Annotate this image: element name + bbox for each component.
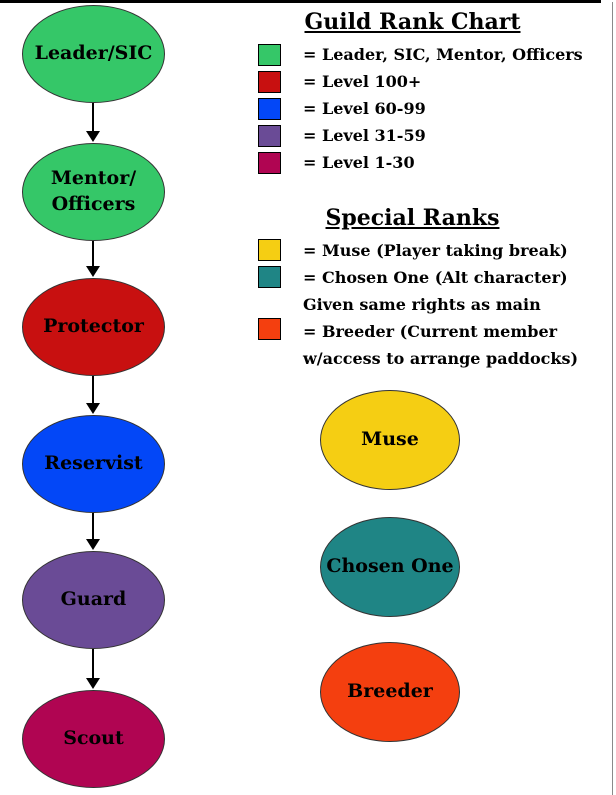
- flowchart-node-guard: Guard: [22, 551, 165, 649]
- special-label-given-rights: Given same rights as main: [303, 295, 541, 314]
- arrow-shaft: [92, 376, 94, 403]
- special-label-chosen-one: = Chosen One (Alt character): [303, 268, 568, 287]
- legend-swatch-blue: [258, 98, 281, 120]
- special-swatch-orange: [258, 318, 281, 340]
- node-label: Reservist: [44, 452, 143, 475]
- legend-label-level-1-30: = Level 1-30: [303, 153, 415, 172]
- legend-swatch-red: [258, 71, 281, 93]
- special-node-chosen-one: Chosen One: [320, 517, 460, 617]
- special-label-paddocks: w/access to arrange paddocks): [303, 349, 579, 368]
- flowchart-node-scout: Scout: [22, 690, 165, 788]
- legend-label-level-100: = Level 100+: [303, 72, 422, 91]
- flowchart-node-reservist: Reservist: [22, 415, 165, 513]
- arrow-shaft: [92, 649, 94, 678]
- special-node-breeder: Breeder: [320, 642, 460, 742]
- arrow-shaft: [92, 513, 94, 539]
- node-label: Guard: [60, 588, 127, 611]
- node-label: Officers: [51, 193, 136, 215]
- down-arrow-2: [86, 241, 100, 277]
- legend-title: Guild Rank Chart: [304, 9, 521, 35]
- down-arrow-4: [86, 513, 100, 550]
- node-label: Chosen One: [326, 555, 454, 578]
- special-ranks-title: Special Ranks: [325, 205, 500, 231]
- down-arrow-1: [86, 103, 100, 142]
- arrowhead-icon: [86, 266, 100, 277]
- node-label: Leader/SIC: [34, 42, 153, 65]
- node-label: Muse: [361, 428, 419, 451]
- node-label: Mentor/: [50, 167, 137, 190]
- right-border-line: [612, 2, 613, 795]
- legend-label-leaders: = Leader, SIC, Mentor, Officers: [303, 45, 583, 64]
- legend-label-level-60-99: = Level 60-99: [303, 99, 426, 118]
- special-label-breeder: = Breeder (Current member: [303, 322, 558, 341]
- arrowhead-icon: [86, 131, 100, 142]
- flowchart-node-protector: Protector: [22, 278, 165, 376]
- arrow-shaft: [92, 241, 94, 266]
- node-label: Protector: [43, 315, 144, 338]
- special-swatch-teal: [258, 266, 281, 288]
- legend-swatch-crimson: [258, 152, 281, 174]
- flowchart-node-leader-sic: Leader/SIC: [22, 5, 165, 103]
- top-border-line: [0, 0, 601, 3]
- arrowhead-icon: [86, 403, 100, 414]
- legend-swatch-green: [258, 44, 281, 66]
- node-label: Breeder: [347, 680, 433, 703]
- down-arrow-3: [86, 376, 100, 414]
- legend-swatch-purple: [258, 125, 281, 147]
- special-node-muse: Muse: [320, 390, 460, 490]
- special-label-muse: = Muse (Player taking break): [303, 241, 568, 260]
- arrow-shaft: [92, 103, 94, 131]
- down-arrow-5: [86, 649, 100, 689]
- arrowhead-icon: [86, 539, 100, 550]
- flowchart-node-mentor-officers: Mentor/ Officers: [22, 143, 165, 241]
- arrowhead-icon: [86, 678, 100, 689]
- legend-label-level-31-59: = Level 31-59: [303, 126, 426, 145]
- node-label: Scout: [63, 727, 124, 750]
- special-swatch-yellow: [258, 239, 281, 261]
